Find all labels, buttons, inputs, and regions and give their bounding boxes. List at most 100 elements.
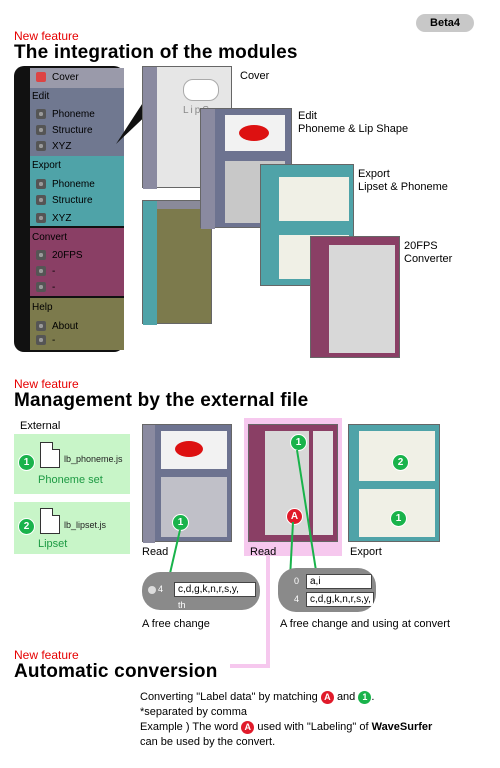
phoneme-field[interactable]: c,d,g,k,n,r,s,y, (174, 582, 256, 597)
note-line-2: *separated by comma (140, 706, 247, 718)
label-convert-2: Converter (404, 253, 453, 265)
menu-item-label: Phoneme (52, 179, 95, 190)
gear-icon (36, 321, 46, 332)
file-name: lb_lipset.js (64, 520, 107, 530)
menu-item-label: About (52, 321, 79, 332)
cover-icon (36, 72, 46, 83)
marker-1: 1 (290, 434, 307, 451)
note-text: and (336, 691, 356, 703)
note-bold: WaveSurfer (371, 721, 433, 733)
menu-export-heading: Export (32, 160, 61, 171)
note-line-4: can be used by the convert. (140, 736, 276, 748)
label-cover: Cover (240, 70, 270, 82)
menu-item-label: Phoneme (52, 109, 95, 120)
marker-2: 2 (392, 454, 409, 471)
menu-item-convert-20fps[interactable]: 20FPS (30, 249, 124, 263)
label-read-1: Read (142, 546, 169, 558)
highlight-connector-h (230, 664, 270, 668)
menu-item-export-structure[interactable]: Structure (30, 194, 124, 208)
lipset-box: 2 lb_lipset.js Lipset (14, 502, 130, 554)
label-export-1: Export (358, 168, 390, 180)
row-number: 0 (294, 576, 300, 586)
menu-item-label: - (52, 335, 56, 346)
note-text: used with "Labeling" of (257, 721, 369, 733)
highlight-connector (266, 556, 270, 668)
section1-tag: New feature (14, 29, 79, 43)
marker-1: 1 (172, 514, 189, 531)
section2-tag: New feature (14, 377, 79, 391)
gear-icon (36, 109, 46, 120)
row-number: 4 (158, 584, 164, 594)
gear-icon (36, 179, 46, 190)
marker-2: 2 (18, 518, 35, 535)
gear-icon (36, 250, 46, 261)
menu-item-label: 20FPS (52, 250, 83, 261)
gear-icon (36, 335, 46, 346)
menu-item-label: - (52, 266, 56, 277)
note-text: Example ) The word (140, 721, 239, 733)
marker-1: 1 (358, 690, 372, 704)
phoneme-field[interactable]: c,d,g,k,n,r,s,y, (306, 592, 374, 607)
export-panel (348, 424, 440, 542)
gear-icon (36, 282, 46, 293)
menu-item-export-phoneme[interactable]: Phoneme (30, 178, 124, 192)
caption-free-change: A free change (142, 618, 210, 630)
menu-item-edit-xyz[interactable]: XYZ (30, 140, 124, 154)
beta-badge: Beta4 (416, 14, 474, 32)
menu-cover-band (30, 68, 124, 88)
cover-logo: LipS (183, 105, 212, 116)
menu-item-cover[interactable]: Cover (30, 71, 124, 85)
caption-free-change-convert: A free change and using at convert (280, 618, 451, 630)
module-menu: Cover Edit Phoneme Structure XYZ Export … (14, 66, 124, 352)
menu-item-help-2[interactable]: - (30, 334, 124, 348)
read-lipset-panel (142, 424, 232, 543)
section3-tag: New feature (14, 648, 79, 662)
marker-1: 1 (18, 454, 35, 471)
label-export-2: Lipset & Phoneme (358, 181, 448, 193)
menu-item-label: XYZ (52, 141, 72, 152)
file-name: lb_phoneme.js (64, 454, 123, 464)
phoneme-field[interactable]: a,i (306, 574, 372, 589)
menu-item-label: XYZ (52, 213, 72, 224)
file-icon (40, 442, 60, 468)
gear-icon (36, 213, 46, 224)
menu-edit-heading: Edit (32, 91, 50, 102)
marker-a: A (241, 720, 255, 734)
menu-convert-heading: Convert (32, 232, 68, 243)
section2-title: Management by the external file (14, 390, 309, 411)
menu-item-convert-3[interactable]: - (30, 281, 124, 295)
note-text: Converting "Label data" by matching (140, 691, 318, 703)
phoneme-set-box: 1 lb_phoneme.js Phoneme set (14, 434, 130, 494)
file-icon (40, 508, 60, 534)
menu-item-edit-phoneme[interactable]: Phoneme (30, 108, 124, 122)
marker-1: 1 (390, 510, 407, 527)
label-read-2: Read (250, 546, 277, 558)
menu-item-label: - (52, 282, 56, 293)
label-export: Export (350, 546, 382, 558)
menu-item-label: Structure (52, 195, 93, 206)
menu-item-export-xyz[interactable]: XYZ (30, 212, 124, 226)
label-edit-1: Edit (298, 110, 317, 122)
label-convert-1: 20FPS (404, 240, 438, 252)
menu-item-label: Structure (52, 125, 93, 136)
file-caption: Lipset (38, 538, 68, 550)
menu-item-edit-structure[interactable]: Structure (30, 124, 124, 138)
menu-help-heading: Help (32, 302, 53, 313)
gear-icon (36, 125, 46, 136)
external-heading: External (20, 420, 61, 432)
label-edit-2: Phoneme & Lip Shape (298, 123, 409, 135)
note-text: . (371, 691, 375, 703)
marker-a: A (320, 690, 334, 704)
zoom-free-change-convert: 0 a,i 4 c,d,g,k,n,r,s,y, (278, 568, 376, 612)
convert-window (310, 236, 400, 358)
section3-title: Automatic conversion (14, 661, 218, 682)
menu-item-help-about[interactable]: About (30, 320, 124, 334)
row-below: th (178, 600, 186, 610)
zoom-free-change: 4 c,d,g,k,n,r,s,y, th (142, 572, 260, 610)
marker-a: A (286, 508, 303, 525)
gear-icon (36, 141, 46, 152)
note-line-1: Converting "Label data" by matching A an… (140, 690, 432, 705)
section1-title: The integration of the modules (14, 42, 298, 63)
menu-item-convert-2[interactable]: - (30, 265, 124, 279)
notes: Converting "Label data" by matching A an… (140, 690, 432, 750)
